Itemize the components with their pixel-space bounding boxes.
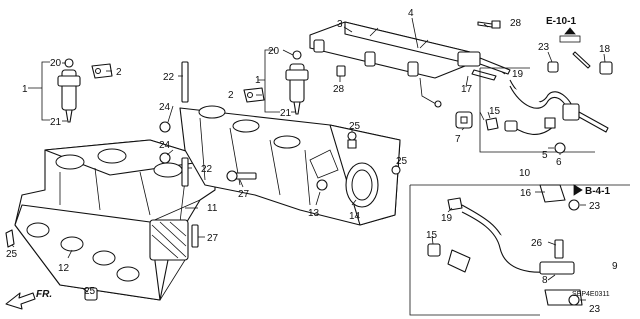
callout-25: 25 bbox=[6, 249, 18, 260]
front-direction-arrow: FR. bbox=[5, 289, 52, 310]
callout-23: 23 bbox=[589, 201, 601, 212]
callout-22: 22 bbox=[163, 72, 175, 83]
lower-intake-manifold bbox=[5, 139, 216, 301]
callout-labels: 1 1 2 2 3 4 5 6 7 8 9 10 11 12 13 14 15 … bbox=[6, 8, 618, 315]
callout-1: 1 bbox=[22, 84, 28, 95]
callout-24: 24 bbox=[159, 102, 171, 113]
injector-clip-center bbox=[243, 87, 265, 103]
callout-15: 15 bbox=[426, 230, 438, 241]
callout-23: 23 bbox=[589, 304, 601, 315]
fuel-feed-hose bbox=[479, 61, 613, 154]
callout-9: 9 bbox=[612, 261, 618, 272]
callout-3: 3 bbox=[337, 19, 343, 30]
callout-6: 6 bbox=[556, 157, 562, 168]
callout-25: 25 bbox=[84, 286, 96, 297]
clip-17 bbox=[471, 69, 497, 81]
callout-27: 27 bbox=[238, 189, 250, 200]
ref-label-e10-1: E-10-1 bbox=[546, 16, 576, 27]
fuel-damper bbox=[455, 111, 473, 129]
callout-8: 8 bbox=[542, 275, 548, 286]
callout-21: 21 bbox=[280, 108, 292, 119]
callout-23: 23 bbox=[538, 42, 550, 53]
callout-20: 20 bbox=[50, 58, 62, 69]
injector-clip-left bbox=[91, 63, 113, 79]
callout-28: 28 bbox=[333, 84, 345, 95]
callout-19: 19 bbox=[512, 69, 524, 80]
callout-16: 16 bbox=[520, 188, 532, 199]
callout-20: 20 bbox=[268, 46, 280, 57]
callout-26: 26 bbox=[531, 238, 543, 249]
callout-19: 19 bbox=[441, 213, 453, 224]
callout-18: 18 bbox=[599, 44, 611, 55]
front-direction-label: FR. bbox=[36, 289, 52, 300]
callout-27: 27 bbox=[207, 233, 219, 244]
callout-11: 11 bbox=[207, 203, 218, 214]
callout-17: 17 bbox=[461, 84, 473, 95]
bolts-center bbox=[226, 65, 401, 182]
callout-21: 21 bbox=[50, 117, 62, 128]
callout-2: 2 bbox=[228, 90, 234, 101]
injector-tool-e10 bbox=[559, 27, 591, 69]
diagram-code: SEP4E0311 bbox=[572, 291, 610, 298]
callout-1: 1 bbox=[255, 75, 261, 86]
upper-intake-manifold bbox=[179, 105, 401, 226]
callout-24: 24 bbox=[159, 140, 171, 151]
callout-28: 28 bbox=[510, 18, 522, 29]
callout-4: 4 bbox=[408, 8, 414, 19]
callout-12: 12 bbox=[58, 263, 70, 274]
callout-2: 2 bbox=[116, 67, 122, 78]
callout-10: 10 bbox=[519, 168, 531, 179]
callout-15: 15 bbox=[489, 106, 501, 117]
ref-label-b4-1: B-4-1 bbox=[585, 186, 610, 197]
callout-5: 5 bbox=[542, 150, 548, 161]
leader-lines bbox=[11, 17, 606, 301]
callout-13: 13 bbox=[308, 208, 320, 219]
callout-14: 14 bbox=[349, 211, 361, 222]
callout-7: 7 bbox=[455, 134, 461, 145]
ref-arrow-b41 bbox=[573, 184, 583, 196]
fuel-return-hose bbox=[409, 184, 630, 316]
callout-25: 25 bbox=[396, 156, 408, 167]
fuel-injector-left bbox=[57, 58, 81, 123]
callout-22: 22 bbox=[201, 164, 213, 175]
fuel-injector-center bbox=[285, 50, 309, 115]
studs-left bbox=[84, 61, 199, 301]
fuel-rail bbox=[309, 20, 511, 108]
callout-25: 25 bbox=[349, 121, 361, 132]
